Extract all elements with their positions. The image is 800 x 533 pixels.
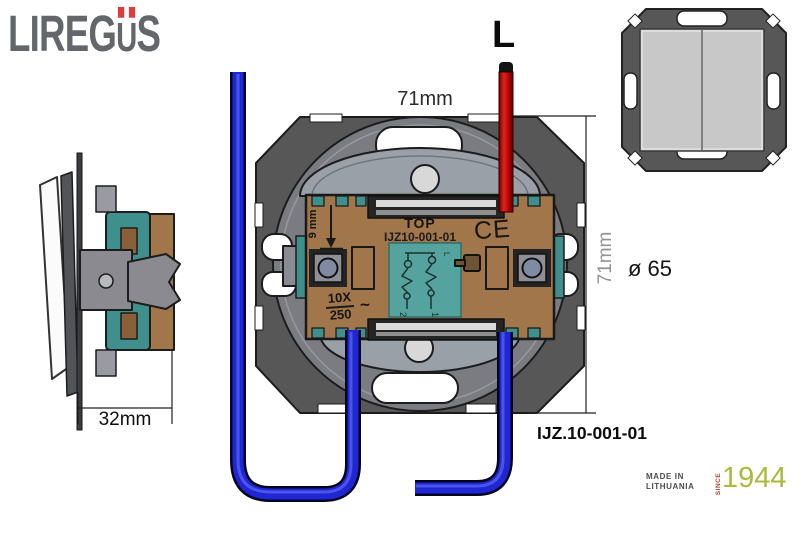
live-wire — [498, 62, 514, 213]
dimension-height-label: 71mm — [595, 231, 616, 285]
rating-voltage: 250 — [329, 305, 352, 323]
front-view — [621, 8, 787, 172]
ac-tilde-mark: ~ — [359, 294, 371, 315]
schematic-line-label: L — [442, 252, 451, 257]
brand-logo-umlaut-u: U — [116, 7, 137, 60]
dome-top-line — [311, 155, 529, 197]
brand-logo-text: LIREG — [8, 4, 117, 63]
live-wire-label: L — [492, 14, 516, 56]
depth-arrow — [320, 205, 343, 251]
depth-dimension-label: 32mm — [98, 409, 152, 430]
slot-bottom — [371, 372, 459, 404]
dimension-width-label: 71mm — [397, 88, 453, 110]
neutral-wire-loop — [230, 72, 361, 502]
wires — [230, 62, 514, 502]
schematic-term1-label: 1 — [430, 312, 440, 317]
key-icon — [454, 254, 481, 272]
ce-mark: CE — [473, 214, 512, 246]
axle-profile — [98, 273, 114, 289]
body-top-mark: TOP — [404, 215, 436, 231]
brand-logo-text-end: S — [136, 4, 161, 63]
diameter-label: ø 65 — [628, 256, 673, 281]
body-recess-left — [351, 246, 375, 290]
clamp-slot-bottom — [120, 312, 138, 340]
terminal-cover-bottom — [367, 318, 505, 341]
badge-country: LITHUANIA — [646, 482, 695, 491]
front-plate-corner-notches — [627, 13, 781, 166]
dimension-32mm-lines — [77, 350, 173, 424]
nut-top — [95, 185, 117, 213]
claw-arrow-profile — [127, 253, 181, 310]
body-model-code: IJZ10-001-01 — [383, 230, 457, 244]
body-recess-right — [485, 246, 509, 290]
made-in-badge: MADE IN LITHUANIA SINCE 1944 — [646, 462, 787, 504]
badge-year: 1944 — [722, 462, 787, 494]
body-depth-mark: 9 mm — [307, 209, 319, 239]
body-rating-mark: 10X 250 ~ — [321, 289, 371, 323]
plate-notches — [254, 113, 586, 414]
main-assembly: L 2 1 — [254, 113, 586, 414]
switched-wire — [415, 332, 513, 496]
nut-bottom — [95, 349, 117, 377]
terminal-screw-left — [309, 249, 347, 287]
dimension-71mm-lines — [513, 115, 596, 414]
brand-logo: LIREGUS — [8, 4, 161, 63]
terminal-screw-right — [513, 249, 551, 287]
wiring-schematic-label: L 2 1 — [388, 242, 462, 318]
side-view — [39, 152, 181, 431]
product-code: IJZ.10-001-01 — [537, 423, 647, 443]
badge-made-in: MADE IN — [646, 472, 684, 481]
dome-top-screw — [410, 164, 440, 194]
schematic-term2-label: 2 — [398, 312, 408, 317]
